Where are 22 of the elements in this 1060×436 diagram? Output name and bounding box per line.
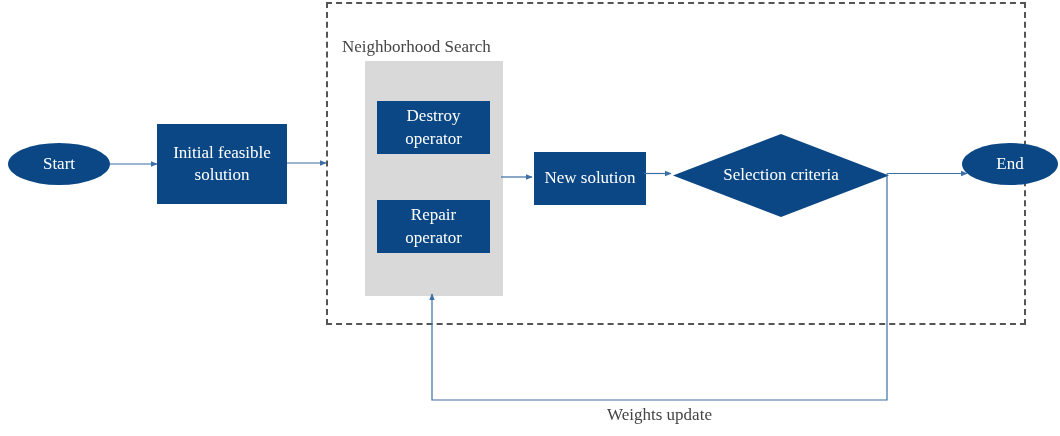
arrow — [500, 174, 533, 180]
process-box — [377, 101, 490, 154]
dashed-group-frame — [326, 2, 1026, 325]
node-label: Selection criteria — [722, 164, 840, 187]
node-label: End — [995, 152, 1025, 175]
node-label: Start — [41, 152, 77, 175]
arrow — [286, 160, 327, 166]
node-label: New solution — [543, 167, 637, 190]
edge-label: Weights update — [607, 405, 712, 425]
terminal-ellipse — [962, 143, 1058, 185]
arrow — [109, 161, 158, 167]
panel-background — [365, 61, 503, 296]
node-label: Repair operator — [404, 204, 463, 249]
arrow — [643, 170, 672, 177]
node-label: Initial feasible solution — [172, 141, 272, 186]
node-label: Destroy operator — [404, 105, 463, 150]
process-box — [534, 152, 646, 205]
process-box — [157, 124, 287, 204]
arrow — [429, 172, 888, 401]
process-box — [377, 200, 490, 253]
group-title: Neighborhood Search — [342, 37, 491, 57]
arrow — [886, 170, 968, 177]
